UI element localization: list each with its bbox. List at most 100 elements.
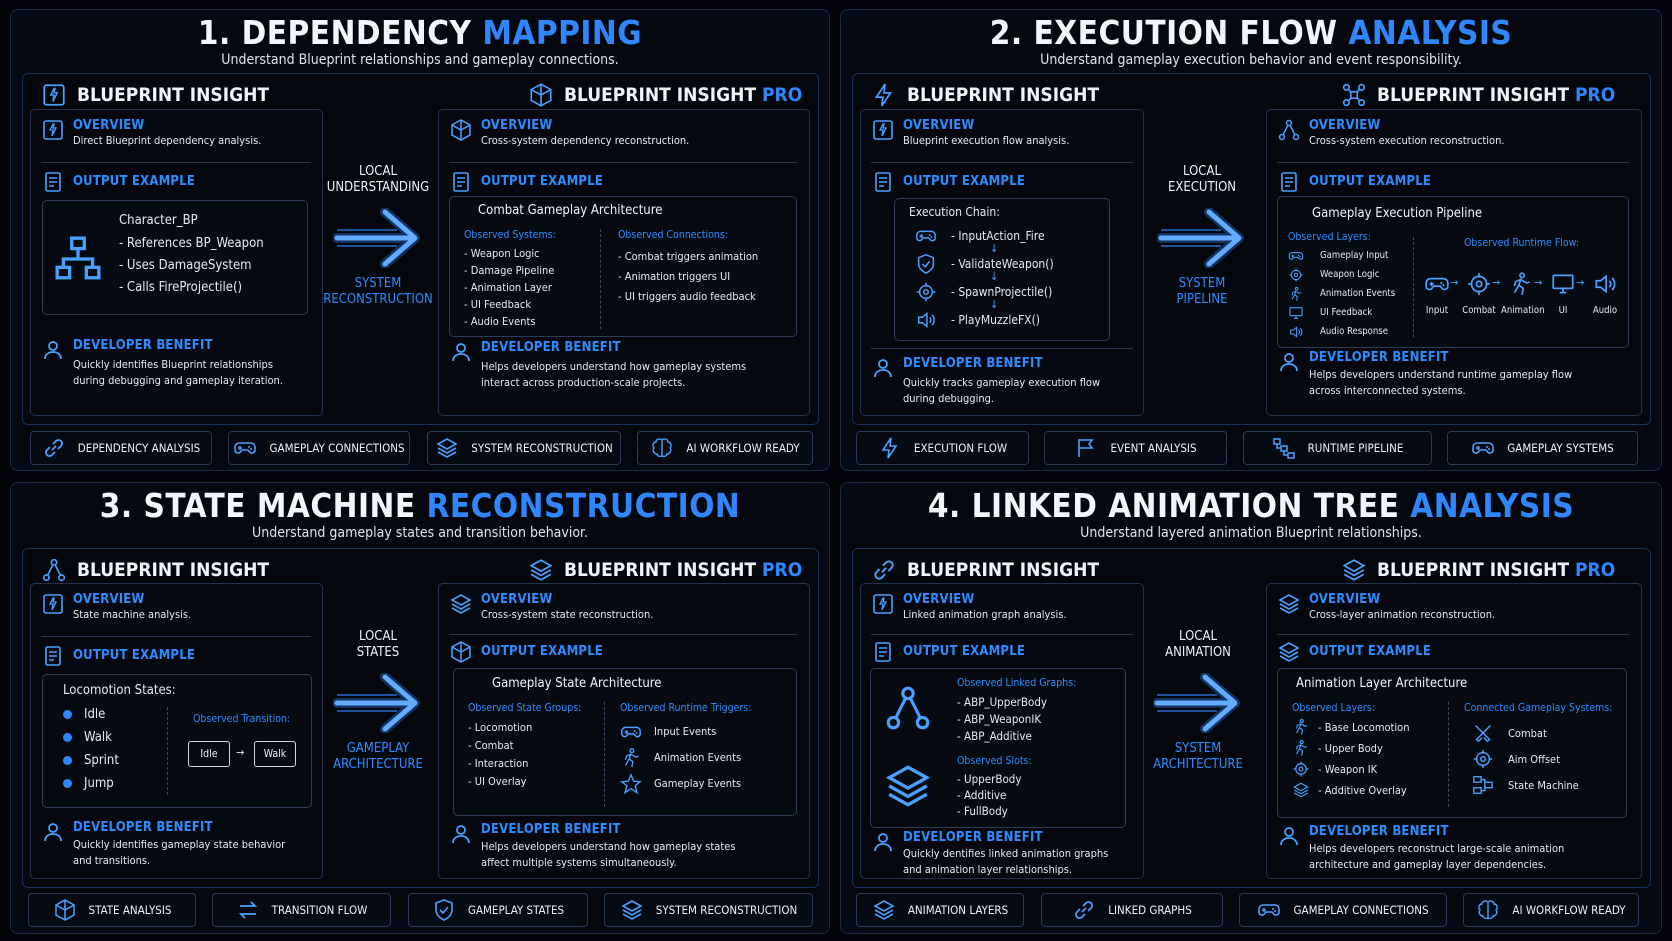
trigger-item: Animation Events xyxy=(654,751,742,764)
list-item: - Damage Pipeline xyxy=(464,264,555,277)
system-item: Combat xyxy=(1508,727,1547,740)
chip-execution-flow[interactable]: EXECUTION FLOW xyxy=(856,431,1029,465)
output-example: Execution Chain: - InputAction_Fire ↓ - … xyxy=(894,198,1110,341)
network-icon xyxy=(1341,82,1367,108)
benefit-text: Helps developers understand how gameplay… xyxy=(481,360,747,389)
flow-arrow: → xyxy=(1576,276,1585,289)
list-item: - UI Overlay xyxy=(468,775,527,788)
benefit-text: Quickly dentifies linked animation graph… xyxy=(903,847,1109,876)
output-heading: OUTPUT EXAMPLE xyxy=(73,648,196,663)
list-item: - Locomotion xyxy=(468,721,533,734)
quadrant-subtitle: Understand gameplay states and transitio… xyxy=(252,525,588,541)
benefit-text: Helps developers understand runtime game… xyxy=(1309,368,1573,397)
example-title: Execution Chain: xyxy=(909,205,1000,219)
chip-event-analysis[interactable]: EVENT ANALYSIS xyxy=(1044,431,1227,465)
overview-text: Cross-system execution reconstruction. xyxy=(1309,134,1505,147)
flow-arrow: → xyxy=(1492,276,1501,289)
overview-icon xyxy=(871,592,895,616)
chip-gameplay-connections[interactable]: GAMEPLAY CONNECTIONS xyxy=(1239,893,1447,927)
output-example: Locomotion States: Idle Walk Sprint Jump… xyxy=(42,674,312,808)
output-section: OUTPUT EXAMPLE xyxy=(449,640,603,664)
benefit-text: Quickly identifies gameplay state behavi… xyxy=(73,838,286,867)
layers-icon xyxy=(1292,781,1310,799)
benefit-text: Helps developers reconstruct large-scale… xyxy=(1309,842,1565,871)
state-item: Sprint xyxy=(63,753,119,768)
output-section: OUTPUT EXAMPLE xyxy=(871,640,1025,664)
layer-item: Animation Events xyxy=(1320,288,1396,299)
gamepad-icon xyxy=(620,721,642,743)
insight-title: BLUEPRINT INSIGHT xyxy=(871,557,1099,583)
chip-dependency-analysis[interactable]: DEPENDENCY ANALYSIS xyxy=(30,431,212,465)
insight-pro-title: BLUEPRINT INSIGHT PRO xyxy=(1341,82,1615,108)
output-example: Animation Layer Architecture Observed La… xyxy=(1277,668,1627,818)
down-arrow: ↓ xyxy=(990,298,999,311)
overview-text: State machine analysis. xyxy=(73,608,192,621)
flow-arrow: → xyxy=(1534,276,1543,289)
brain-icon xyxy=(1476,898,1500,922)
down-arrow: ↓ xyxy=(990,242,999,255)
chip-animation-layers[interactable]: ANIMATION LAYERS xyxy=(856,893,1024,927)
layers-icon xyxy=(872,898,896,922)
node-graph-icon xyxy=(883,683,933,733)
pipeline-icon xyxy=(1272,436,1296,460)
developer-benefit: DEVELOPER BENEFIT Quickly identifies game… xyxy=(41,820,285,869)
layers-icon xyxy=(1341,557,1367,583)
document-icon xyxy=(41,170,65,194)
chip-system-reconstruction[interactable]: SYSTEM RECONSTRUCTION xyxy=(427,431,621,465)
cube-icon xyxy=(528,82,554,108)
output-heading: OUTPUT EXAMPLE xyxy=(1309,174,1432,189)
column-heading: Observed Transition: xyxy=(193,713,291,725)
chip-gameplay-states[interactable]: GAMEPLAY STATES xyxy=(408,893,588,927)
crossed-swords-icon xyxy=(1472,722,1494,744)
lightning-icon xyxy=(871,82,897,108)
trigger-item: Gameplay Events xyxy=(654,777,742,790)
chip-runtime-pipeline[interactable]: RUNTIME PIPELINE xyxy=(1243,431,1432,465)
chip-gameplay-systems[interactable]: GAMEPLAY SYSTEMS xyxy=(1447,431,1638,465)
state-item: Idle xyxy=(63,707,105,722)
layer-item: - Additive Overlay xyxy=(1318,784,1407,797)
benefit-heading: DEVELOPER BENEFIT xyxy=(73,820,213,835)
output-example: Character_BP - References BP_Weapon - Us… xyxy=(42,200,308,315)
overview-text: Cross-layer animation reconstruction. xyxy=(1309,608,1496,621)
chip-ai-workflow-ready[interactable]: AI WORKFLOW READY xyxy=(637,431,813,465)
state-item: Walk xyxy=(63,730,112,745)
document-icon xyxy=(871,170,895,194)
flow-label: Animation xyxy=(1501,305,1545,316)
state-item: Jump xyxy=(63,776,114,791)
overview-heading: OVERVIEW xyxy=(903,118,975,133)
arrow-right-icon xyxy=(1153,673,1243,733)
chip-ai-workflow-ready[interactable]: AI WORKFLOW READY xyxy=(1463,893,1639,927)
chip-state-analysis[interactable]: STATE ANALYSIS xyxy=(28,893,196,927)
chip-transition-flow[interactable]: TRANSITION FLOW xyxy=(212,893,391,927)
list-item: - Combat triggers animation xyxy=(618,250,759,263)
slot-item: - Additive xyxy=(957,788,1007,802)
insight-pro-title: BLUEPRINT INSIGHT PRO xyxy=(528,82,802,108)
chip-linked-graphs[interactable]: LINKED GRAPHS xyxy=(1041,893,1223,927)
layers-icon xyxy=(620,898,644,922)
user-icon xyxy=(871,356,895,380)
chip-gameplay-connections[interactable]: GAMEPLAY CONNECTIONS xyxy=(228,431,410,465)
overview-icon xyxy=(871,118,895,142)
example-title: Animation Layer Architecture xyxy=(1296,676,1468,691)
chain-step: - InputAction_Fire xyxy=(951,229,1045,243)
document-icon xyxy=(871,640,895,664)
flow-label: Audio xyxy=(1592,305,1618,316)
arrow-right-icon xyxy=(1157,208,1247,268)
chip-system-reconstruction[interactable]: SYSTEM RECONSTRUCTION xyxy=(604,893,813,927)
